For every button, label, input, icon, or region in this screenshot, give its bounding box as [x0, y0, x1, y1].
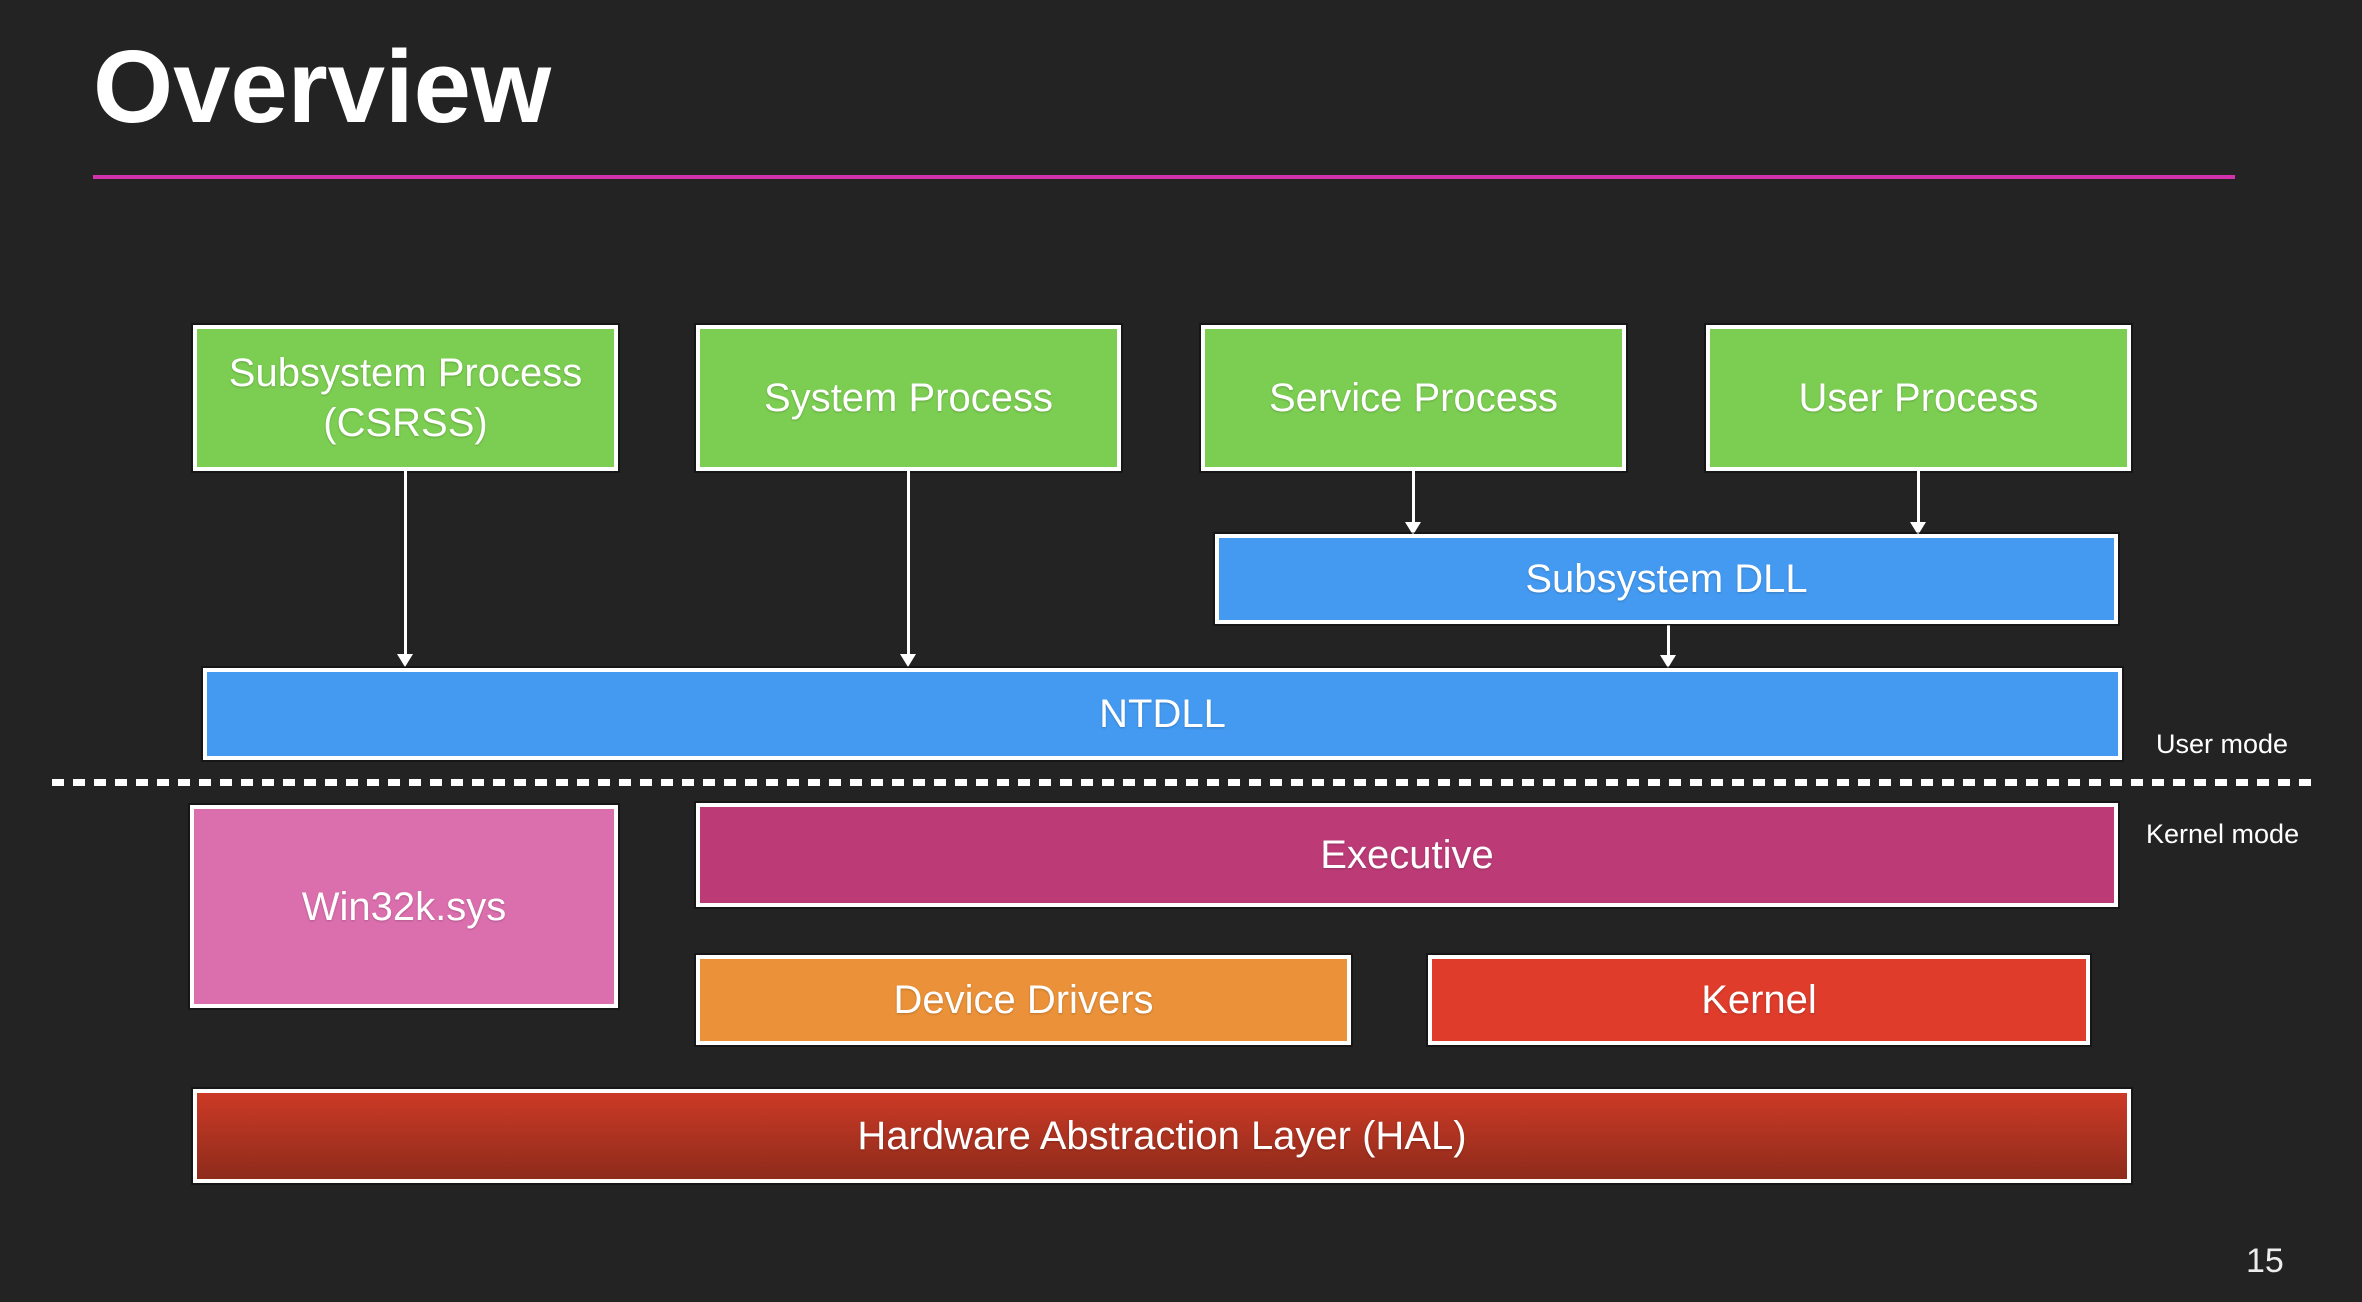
node-win32k-sys: Win32k.sys: [190, 805, 618, 1008]
arrow-shaft: [906, 471, 910, 656]
node-hal: Hardware Abstraction Layer (HAL): [193, 1089, 2131, 1183]
node-label: Win32k.sys: [301, 884, 507, 929]
page-title: Overview: [93, 29, 552, 144]
node-label: Subsystem DLL: [1525, 557, 1808, 601]
node-label: Executive: [1320, 833, 1494, 877]
node-label: System Process: [764, 376, 1053, 420]
title-underline: [93, 175, 2235, 179]
node-label: Device Drivers: [893, 978, 1154, 1022]
node-label: Service Process: [1269, 376, 1558, 420]
node-system-process: System Process: [696, 325, 1121, 471]
arrow-shaft: [1916, 471, 1920, 524]
arrow-shaft: [403, 471, 407, 656]
arrow-head-icon: [1660, 655, 1676, 668]
kernel-mode-label: Kernel mode: [2146, 819, 2300, 849]
node-label: Subsystem Process (CSRSS): [228, 351, 583, 445]
arrow-shaft: [1666, 625, 1670, 657]
node-subsystem-process-csrss: Subsystem Process (CSRSS): [193, 325, 618, 471]
arrow-head-icon: [1405, 522, 1421, 535]
arrow-head-icon: [397, 654, 413, 667]
node-label: NTDLL: [1099, 692, 1226, 736]
arrow-head-icon: [1910, 522, 1926, 535]
node-kernel: Kernel: [1428, 955, 2090, 1045]
page-number: 15: [2246, 1242, 2284, 1280]
node-label: Kernel: [1701, 978, 1817, 1022]
node-user-process: User Process: [1706, 325, 2131, 471]
node-label: Hardware Abstraction Layer (HAL): [857, 1114, 1467, 1158]
node-subsystem-dll: Subsystem DLL: [1215, 534, 2118, 624]
node-device-drivers: Device Drivers: [696, 955, 1351, 1045]
node-ntdll: NTDLL: [203, 668, 2122, 760]
node-service-process: Service Process: [1201, 325, 1626, 471]
arrow-shaft: [1411, 471, 1415, 524]
user-mode-label: User mode: [2156, 729, 2289, 759]
user-kernel-mode-divider: [52, 779, 2320, 786]
arrow-head-icon: [900, 654, 916, 667]
node-label: User Process: [1798, 376, 2039, 420]
node-executive: Executive: [696, 803, 2118, 907]
